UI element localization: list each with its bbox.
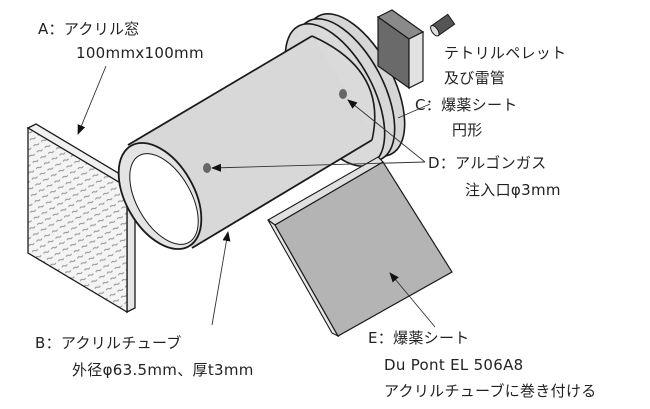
acrylic-tube-B <box>117 35 376 250</box>
arrow-C <box>397 103 431 119</box>
label-E-detail1: Du Pont EL 506A8 <box>384 356 524 374</box>
arrow-A <box>77 65 107 135</box>
arrow-E <box>389 272 436 328</box>
gas-inlet-hole-rear <box>339 89 347 99</box>
label-C-title: C：爆薬シート <box>415 96 518 114</box>
arrow-D1 <box>211 161 426 172</box>
label-pellet-line2: 及び雷管 <box>444 69 506 87</box>
arrow-D2 <box>347 99 426 163</box>
gas-inlet-hole-front <box>203 163 211 173</box>
leader-lines <box>77 65 436 328</box>
arrow-B <box>211 231 231 326</box>
acrylic-window-A <box>26 123 137 314</box>
label-E-title: E：爆薬シート <box>368 329 470 347</box>
label-E-detail2: アクリルチューブに巻き付ける <box>384 382 597 400</box>
label-B-detail: 外径φ63.5mm、厚t3mm <box>72 361 254 379</box>
tetryl-pellet-and-detonator <box>376 9 456 90</box>
label-A-detail: 100mmx100mm <box>76 44 204 62</box>
label-C-detail: 円形 <box>452 121 483 139</box>
label-A-title: A：アクリル窓 <box>38 20 140 38</box>
label-D-title: D：アルゴンガス <box>428 154 547 172</box>
label-pellet-line1: テトリルペレット <box>444 44 567 62</box>
label-B-title: B：アクリルチューブ <box>35 334 182 352</box>
explosive-sheet-E <box>266 156 453 338</box>
label-D-detail: 注入口φ3mm <box>465 181 561 199</box>
